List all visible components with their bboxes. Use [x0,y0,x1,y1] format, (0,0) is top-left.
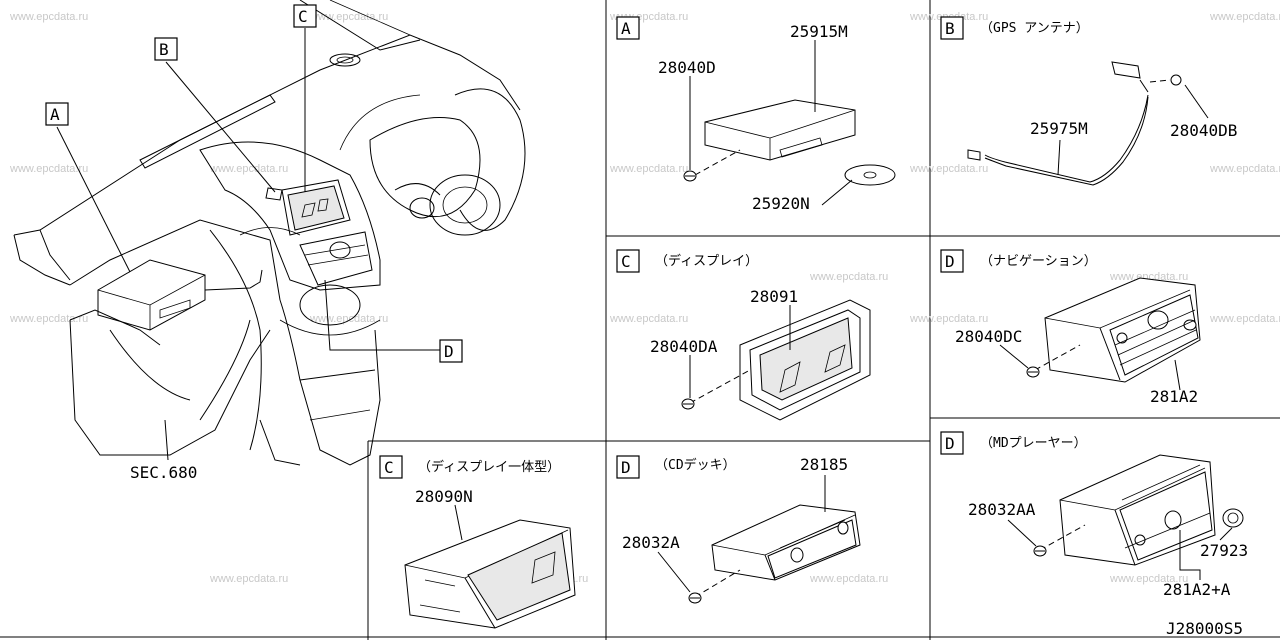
panel-letter: A [621,19,631,38]
part-number: 28040DC [955,327,1022,346]
part-number: 25915M [790,22,848,41]
watermark: www.epcdata.ru [809,271,888,283]
part-number: 28040D [658,58,716,77]
overview-leaders [56,28,440,461]
panel-d-cd: D （CDデッキ） 28185 28032A [616,455,861,604]
part-number: 28032A [622,533,680,552]
panel-title: （ナビゲーション） [980,254,1097,269]
part-number: 25920N [752,194,810,213]
screw-icon [688,592,702,604]
panel-title: （GPS アンテナ） [980,21,1089,36]
part-number: 281A2+A [1163,580,1231,599]
svg-text:B: B [159,40,169,59]
panel-a: A 25915M 28040D 25920N [616,16,896,213]
callout-a: A [45,102,69,126]
watermark: www.epcdata.ru [209,573,288,585]
watermark: www.epcdata.ru [809,573,888,585]
part-number: 27923 [1200,541,1248,560]
watermark: www.epcdata.ru [1109,573,1188,585]
watermark: www.epcdata.ru [909,163,988,175]
screw-icon [683,170,697,182]
panel-letter: C [621,252,631,271]
watermark: www.epcdata.ru [609,313,688,325]
panel-c-display: C （ディスプレイ） 28091 28040DA [616,249,871,421]
svg-text:A: A [50,105,60,124]
svg-text:C: C [298,7,308,26]
panel-letter: D [945,252,955,271]
watermark: www.epcdata.ru [309,313,388,325]
watermark: www.epcdata.ru [1209,163,1280,175]
panel-c-integrated: C （ディスプレイ一体型） 28090N [379,455,576,629]
screw-icon [1170,74,1182,86]
part-number: 28091 [750,287,798,306]
panel-letter: D [621,458,631,477]
disc-icon [844,164,896,186]
panel-d-navi: D （ナビゲーション） 28040DC 281A2 [940,249,1201,406]
panel-title: （ディスプレイ） [655,253,758,269]
watermark: www.epcdata.ru [9,313,88,325]
part-number: 25975M [1030,119,1088,138]
sec-reference: SEC.680 [130,463,197,482]
watermark: www.epcdata.ru [209,163,288,175]
panel-title: （ディスプレイ一体型） [418,459,560,475]
watermark: www.epcdata.ru [1209,313,1280,325]
watermark: www.epcdata.ru [1109,271,1188,283]
part-number: 28185 [800,455,848,474]
watermark: www.epcdata.ru [309,11,388,23]
screw-icon [1026,366,1040,378]
part-number: 28040DA [650,337,718,356]
dashboard-overview [13,0,526,466]
part-number: 281A2 [1150,387,1198,406]
diagram-code: J28000S5 [1166,619,1243,638]
panel-b: B （GPS アンテナ） 25975M 28040DB [940,16,1237,186]
screw-icon [681,398,695,410]
panel-letter: C [384,458,394,477]
gps-antenna-icon [1111,61,1149,93]
panel-title: （CDデッキ） [655,457,736,473]
watermark: www.epcdata.ru [9,11,88,23]
svg-text:D: D [444,342,454,361]
watermark: www.epcdata.ru [9,163,88,175]
part-number: 28040DB [1170,121,1237,140]
watermark: www.epcdata.ru [609,163,688,175]
part-number: 28032AA [968,500,1036,519]
panel-letter: D [945,434,955,453]
knob-icon [1222,508,1244,528]
panel-d-md: D （MDプレーヤー） 28032AA 27923 281A2+A [940,431,1248,599]
watermark: www.epcdata.ru [909,313,988,325]
screw-icon [1033,545,1047,557]
callout-b: B [154,37,178,61]
callout-d: D [439,339,463,363]
part-number: 28090N [415,487,473,506]
watermark: www.epcdata.ru [1209,11,1280,23]
callout-c: C [293,4,317,28]
panel-title: （MDプレーヤー） [980,436,1087,451]
panel-letter: B [945,19,955,38]
